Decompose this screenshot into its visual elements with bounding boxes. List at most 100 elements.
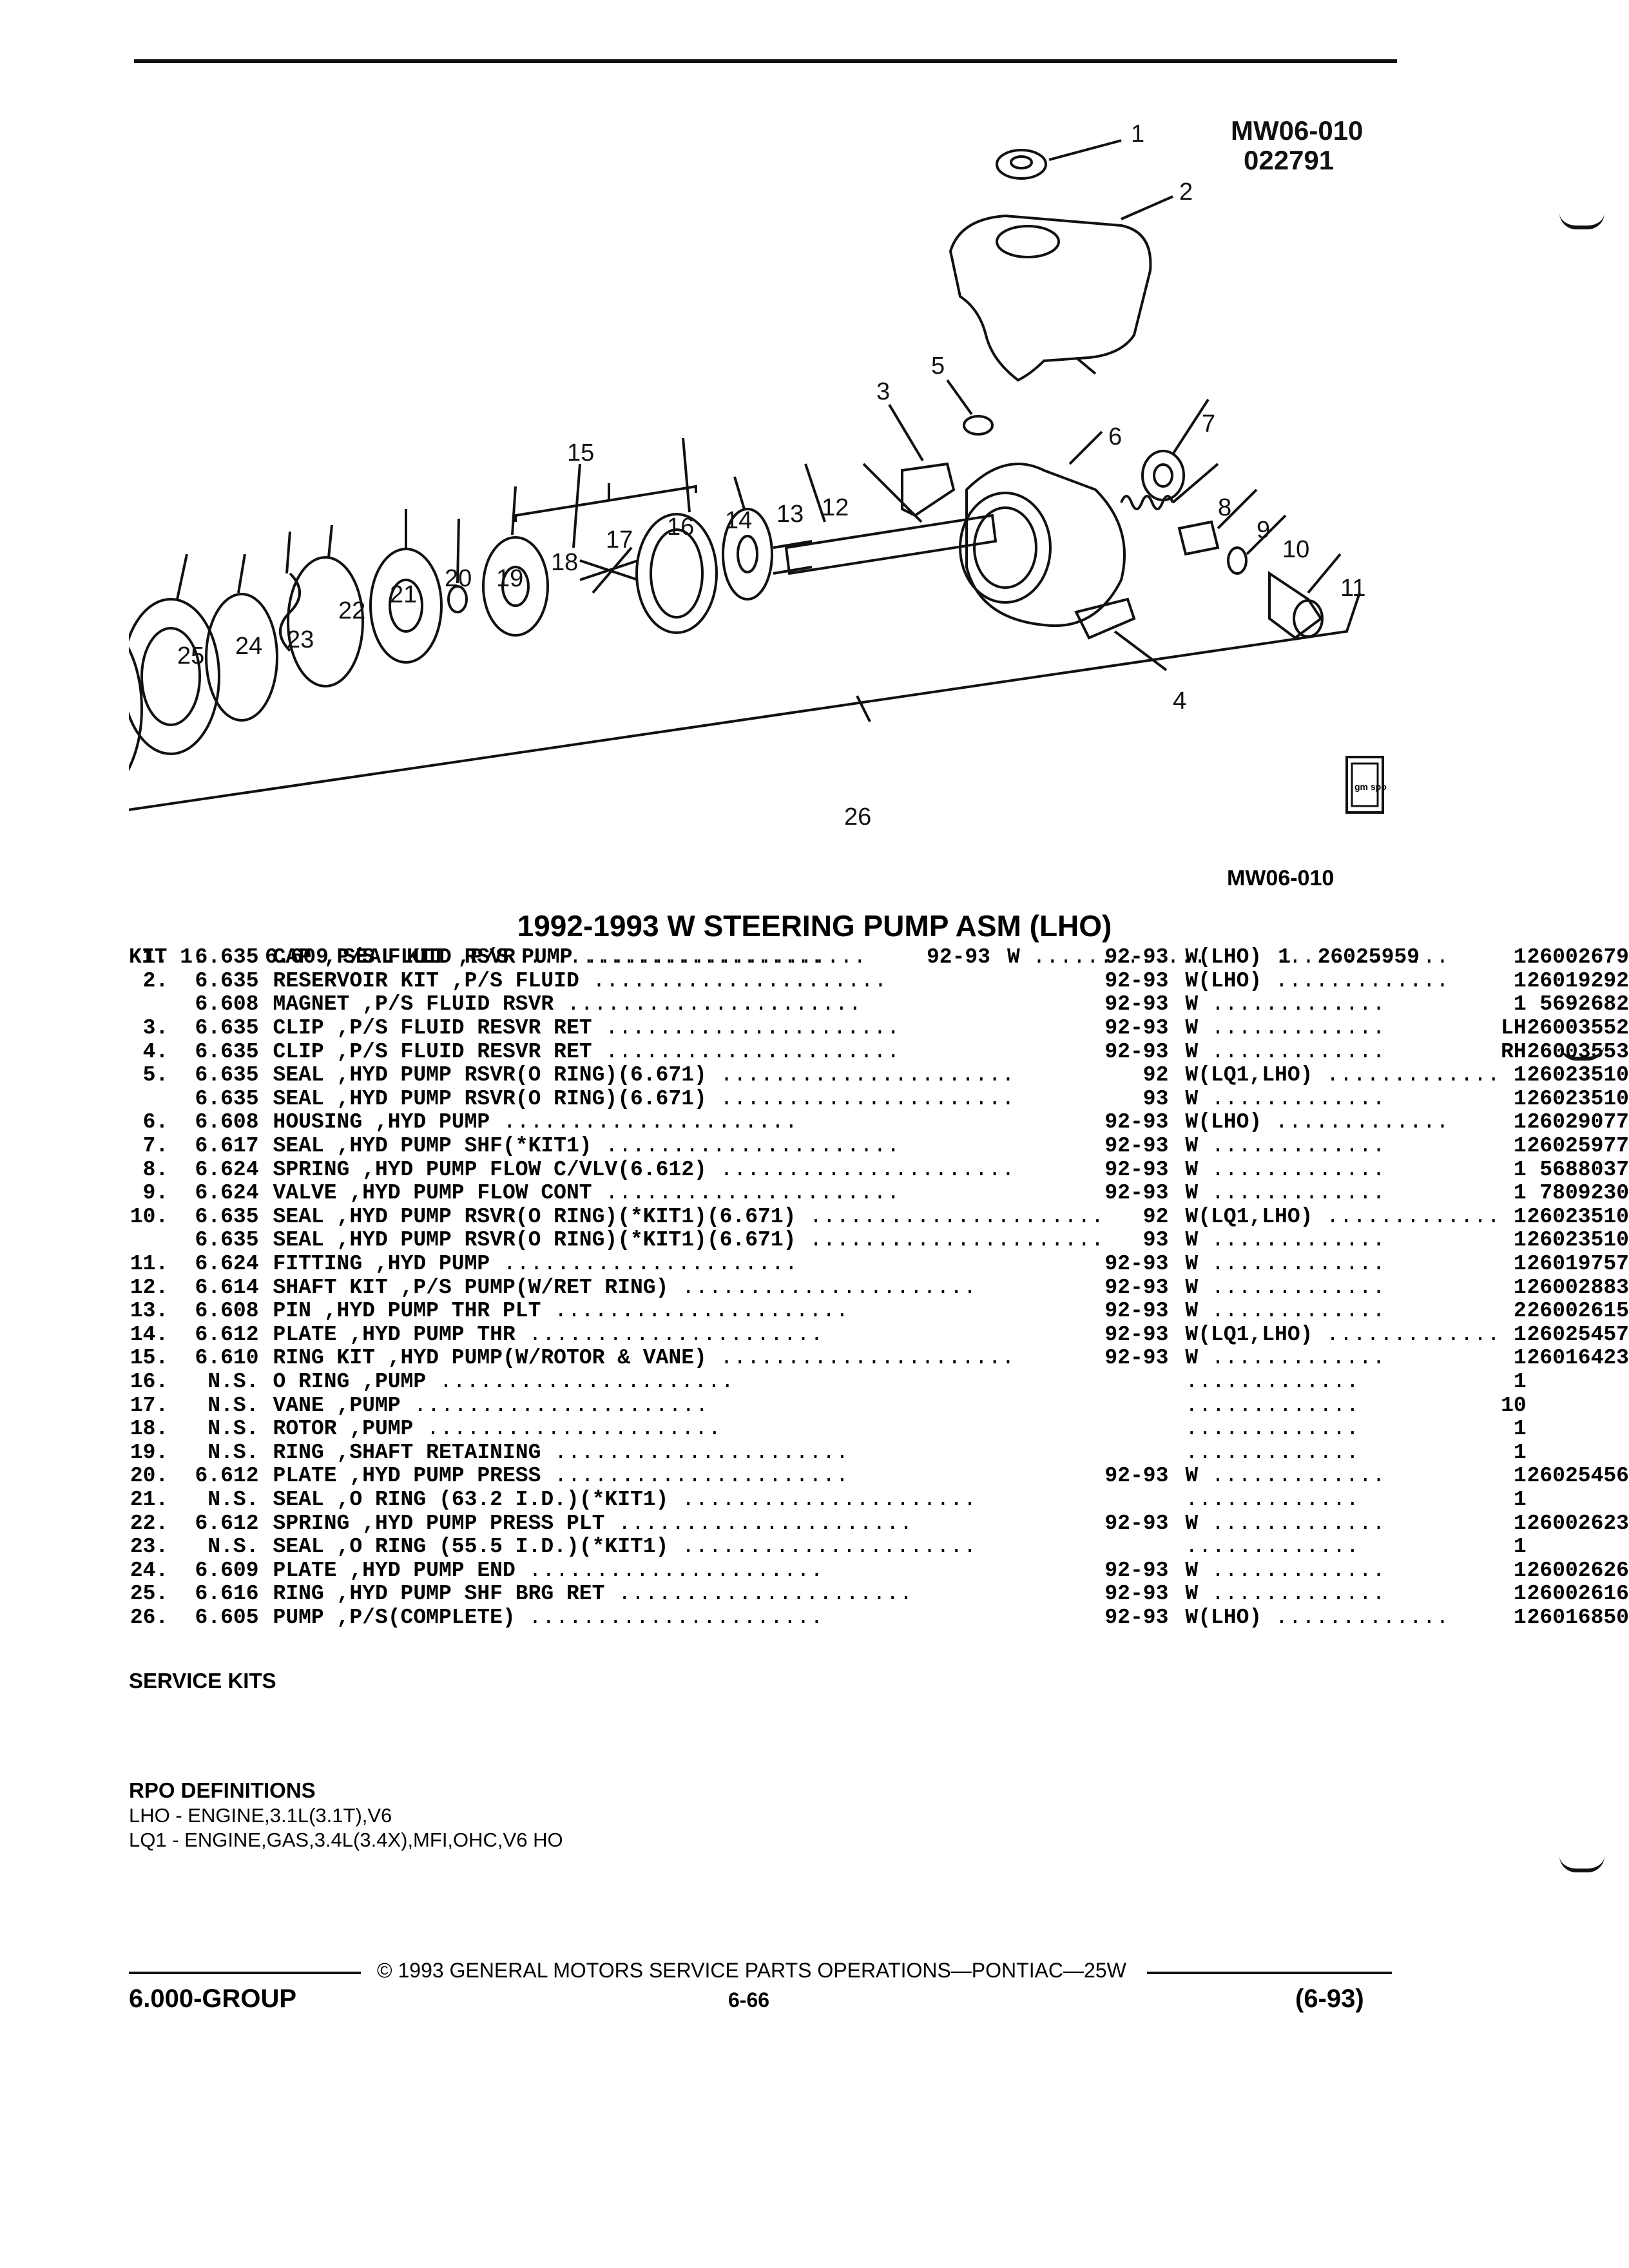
part-description: SEAL ,HYD PUMP RSVR(O RING)(*KIT1)(6.671…	[273, 1204, 1104, 1229]
part-ref	[129, 1088, 194, 1111]
table-row: 19. N.S. RING ,SHAFT RETAINING ...........…	[129, 1441, 1629, 1465]
part-description: MAGNET ,P/S FLUID RSVR .................…	[273, 992, 862, 1017]
part-years: 92-93	[1104, 992, 1169, 1017]
part-qty: 1	[1513, 992, 1527, 1017]
callout-5: 5	[931, 352, 945, 380]
footer-group: 6.000-GROUP	[129, 1984, 297, 2013]
part-years: 92-93	[1104, 1110, 1169, 1135]
part-years: 92-93	[1104, 1558, 1169, 1582]
part-model: W .............	[1185, 1228, 1386, 1253]
part-qty: 1	[1513, 1252, 1527, 1276]
kit-qty: 1	[1278, 945, 1291, 970]
part-group: 6.608	[195, 992, 259, 1017]
part-model: .............	[1185, 1440, 1360, 1465]
part-description: HOUSING ,HYD PUMP ......................	[273, 1110, 798, 1135]
part-qty: 1	[1513, 1558, 1527, 1582]
part-qty: 1	[1513, 1535, 1527, 1559]
callout-3: 3	[876, 378, 890, 405]
part-model: W(LQ1,LHO) .............	[1185, 1322, 1501, 1347]
part-years: 92-93	[1104, 1605, 1169, 1629]
diagram-callouts: 1 2 3 4 5 6 7 8 9 10 11 12 13 14 15 16 1…	[177, 120, 1365, 831]
part-years: 92	[1142, 1204, 1169, 1229]
part-description: ROTOR ,PUMP ......................	[273, 1417, 722, 1441]
part-description: VALVE ,HYD PUMP FLOW CONT ..............…	[273, 1181, 901, 1206]
callout-2: 2	[1179, 178, 1193, 206]
part-ref: 26.	[130, 1605, 169, 1629]
part-ref	[129, 1229, 194, 1253]
part-number	[1527, 1535, 1629, 1559]
part-model: W .............	[1185, 1275, 1386, 1300]
part-ref: 4.	[142, 1039, 169, 1064]
part-number	[1527, 1441, 1629, 1465]
part-ref: 19.	[130, 1440, 169, 1465]
callout-15: 15	[567, 439, 594, 466]
part-qty: 1	[1513, 1417, 1527, 1441]
part-ref: 18.	[130, 1417, 169, 1441]
callout-19: 19	[496, 565, 523, 592]
part-ref: 15.	[130, 1346, 169, 1370]
callout-18: 18	[551, 549, 578, 576]
callout-26: 26	[844, 803, 871, 831]
illustration-code: MW06-010	[1231, 115, 1364, 146]
part-model: .............	[1185, 1535, 1360, 1559]
part-number: 26023510	[1527, 1228, 1629, 1253]
part-years: 93	[1142, 1086, 1169, 1111]
part-description: SEAL ,HYD PUMP RSVR(O RING)(6.671) .....…	[273, 1063, 1016, 1088]
part-group: 6.616	[195, 1582, 259, 1606]
callout-7: 7	[1202, 410, 1215, 437]
rpo-line-lq1: LQ1 - ENGINE,GAS,3.4L(3.4X),MFI,OHC,V6 H…	[129, 1829, 563, 1851]
part-description: RING ,HYD PUMP SHF BRG RET .............…	[273, 1582, 913, 1606]
part-group: N.S.	[207, 1440, 259, 1465]
top-rule	[134, 59, 1397, 63]
part-number: 26025456	[1527, 1464, 1629, 1488]
part-qty: 1	[1513, 1228, 1527, 1253]
part-qty: 1	[1513, 1181, 1527, 1206]
part-model: W .............	[1185, 1086, 1386, 1111]
part-group: N.S.	[207, 1535, 259, 1559]
callout-23: 23	[287, 626, 314, 653]
part-number: 26002679	[1527, 945, 1629, 970]
part-qty: 1	[1513, 1134, 1527, 1158]
part-description: RING ,SHAFT RETAINING ..................…	[273, 1440, 849, 1465]
part-number: 26002626	[1527, 1558, 1629, 1582]
kit-model: W .............	[1007, 945, 1208, 970]
part-qty: 1	[1513, 1086, 1527, 1111]
part-model: W(LQ1,LHO) .............	[1185, 1063, 1501, 1088]
part-number: 5692682	[1539, 992, 1629, 1017]
part-model: W(LQ1,LHO) .............	[1185, 1204, 1501, 1229]
part-number: 26023510	[1527, 1063, 1629, 1088]
copyright-text: © 1993 GENERAL MOTORS SERVICE PARTS OPER…	[377, 1959, 1126, 1982]
kit-desc: SEAL KIT ,P/S PUMP .....................	[343, 945, 867, 970]
part-qty: 1	[1513, 1110, 1527, 1135]
part-description: RESERVOIR KIT ,P/S FLUID ...............…	[273, 968, 888, 993]
part-qty: 1	[1513, 1369, 1527, 1394]
part-ref: 23.	[130, 1535, 169, 1559]
callout-4: 4	[1173, 687, 1186, 715]
diagram-parts	[129, 139, 1361, 811]
footer-rule-right	[1147, 1972, 1392, 1974]
gm-spo-logo: gm spo	[1345, 756, 1387, 814]
part-years	[1104, 1535, 1185, 1559]
service-kit-row: KIT 1. 6.609 SEAL KIT ,P/S PUMP ........…	[129, 946, 1420, 970]
part-years: 92-93	[1104, 1511, 1169, 1535]
part-number: 26019292	[1527, 968, 1629, 993]
part-description: O RING ,PUMP ......................	[273, 1369, 735, 1394]
page-title: 1992-1993 W STEERING PUMP ASM (LHO)	[517, 909, 1112, 943]
part-qty: 1	[1513, 1204, 1527, 1229]
part-description: SPRING ,HYD PUMP PRESS PLT .............…	[273, 1511, 913, 1535]
part-description: CLIP ,P/S FLUID RESVR RET ..............…	[273, 1016, 901, 1041]
callout-9: 9	[1257, 517, 1270, 544]
part-ref: 20.	[130, 1464, 169, 1488]
part-qty: 1	[1513, 1440, 1527, 1465]
callout-8: 8	[1218, 494, 1231, 521]
part-ref: 17.	[130, 1393, 169, 1418]
part-years: 92-93	[1104, 1582, 1169, 1606]
callout-6: 6	[1108, 423, 1122, 450]
